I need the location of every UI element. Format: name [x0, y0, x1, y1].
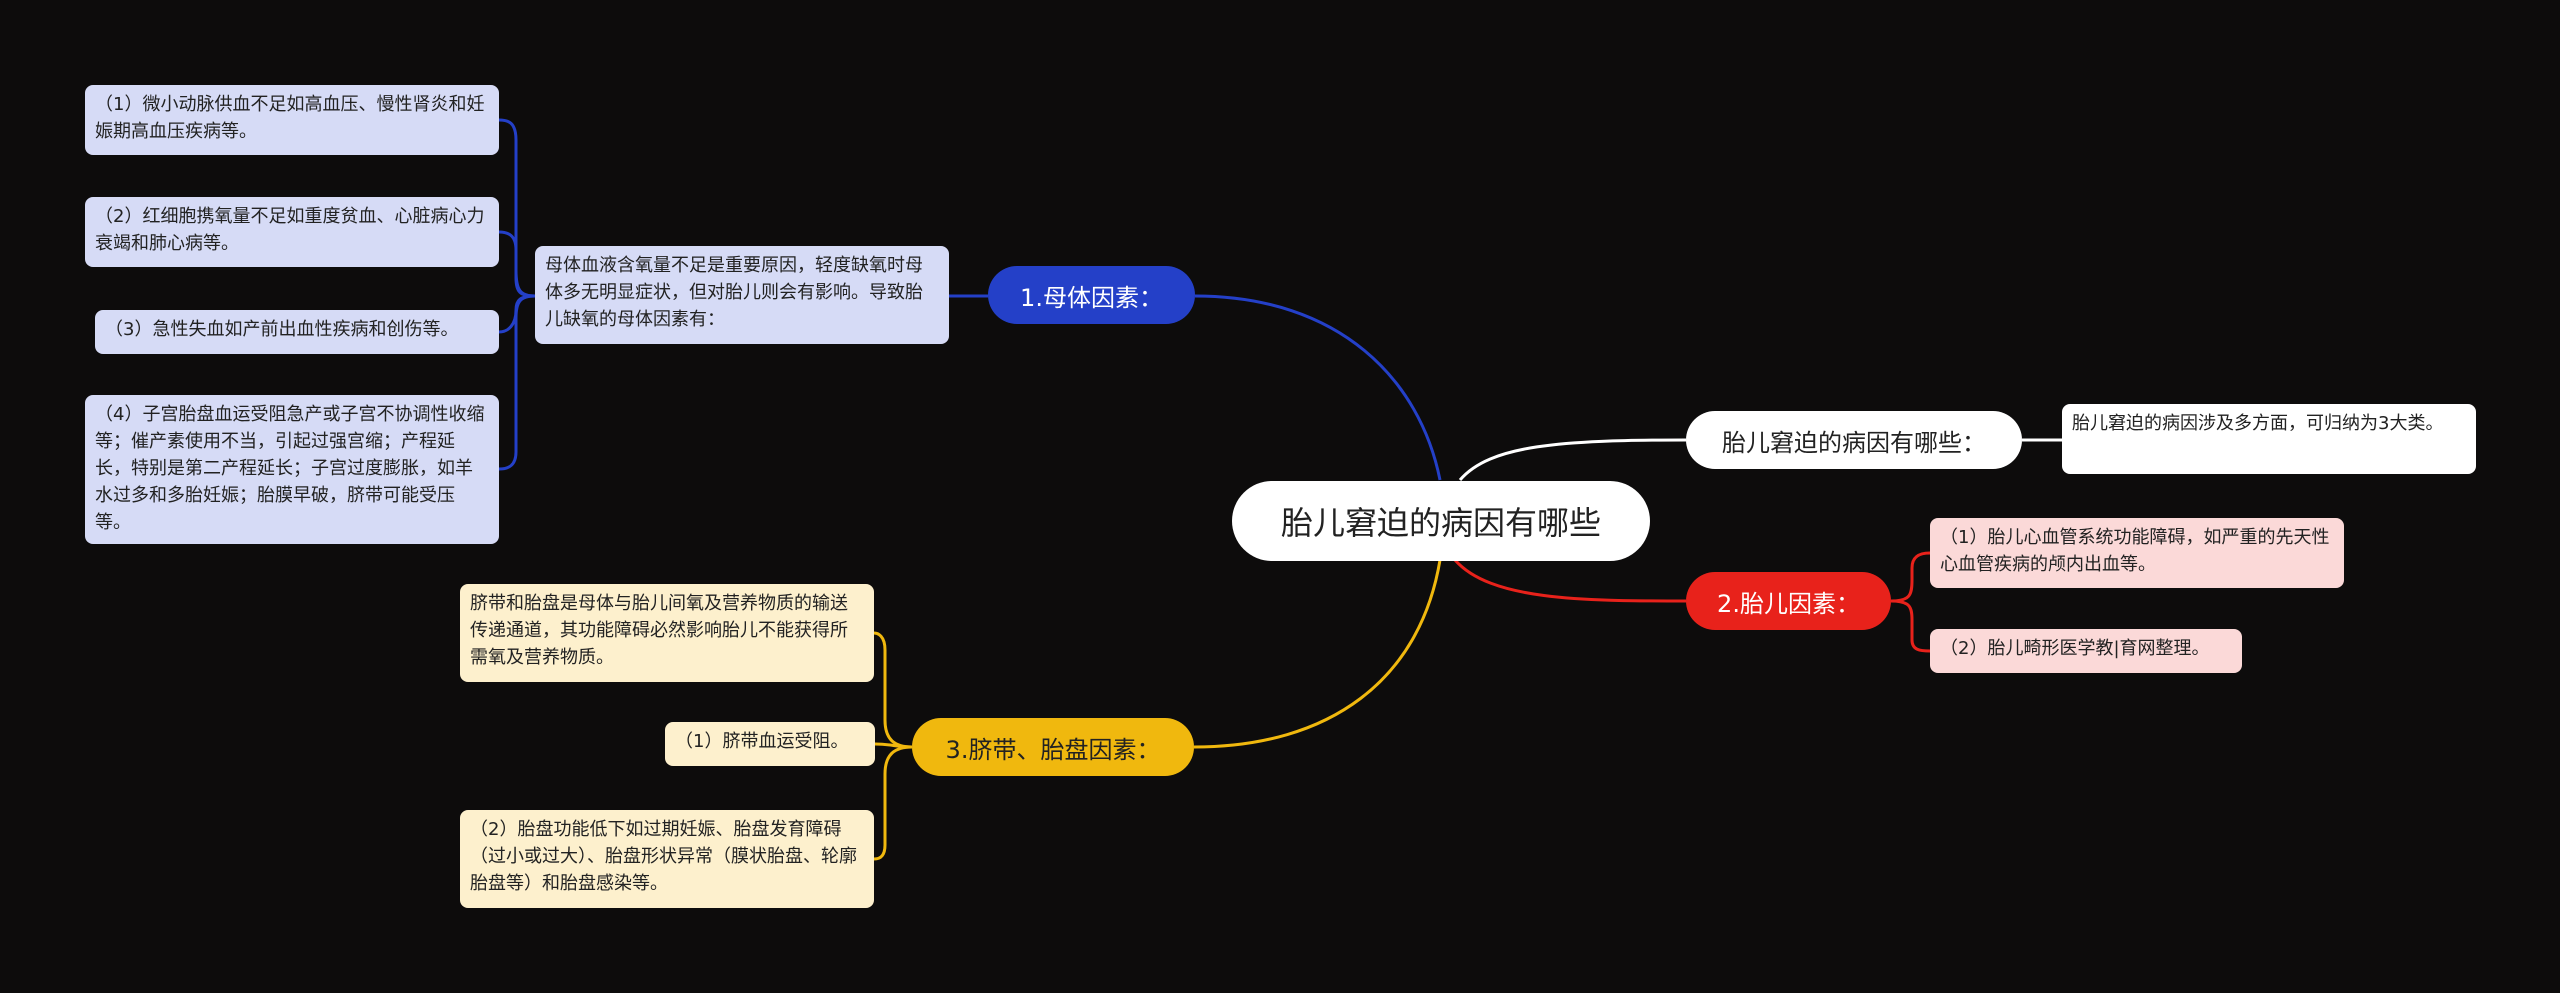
link-summary1-item4: [498, 294, 536, 471]
maternal-item-2[interactable]: （2）红细胞携氧量不足如重度贫血、心脏病心力衰竭和肺心病等。: [85, 197, 499, 267]
link-branch3-item2: [873, 745, 913, 861]
cord-placenta-item-1[interactable]: （1）脐带血运受阻。: [665, 722, 875, 766]
branch-question[interactable]: 胎儿窘迫的病因有哪些：: [1686, 411, 2022, 469]
branch-maternal-factors[interactable]: 1.母体因素：: [988, 266, 1195, 324]
link-branch3-summary: [873, 631, 913, 749]
fetal-item-2[interactable]: （2）胎儿畸形医学教|育网整理。: [1930, 629, 2242, 673]
link-root-question: [1458, 438, 1687, 481]
cord-placenta-summary-box[interactable]: 脐带和胎盘是母体与胎儿间氧及营养物质的输送传递通道，其功能障碍必然影响胎儿不能获…: [460, 584, 874, 682]
link-summary1-item2: [498, 230, 536, 298]
maternal-item-1[interactable]: （1）微小动脉供血不足如高血压、慢性肾炎和妊娠期高血压疾病等。: [85, 85, 499, 155]
maternal-item-4[interactable]: （4）子宫胎盘血运受阻急产或子宫不协调性收缩等；催产素使用不当，引起过强宫缩；产…: [85, 395, 499, 544]
link-root-branch1: [1194, 294, 1442, 481]
maternal-item-3[interactable]: （3）急性失血如产前出血性疾病和创伤等。: [95, 310, 499, 354]
branch-cord-placenta-factors[interactable]: 3.脐带、胎盘因素：: [912, 718, 1194, 776]
question-answer-box[interactable]: 胎儿窘迫的病因涉及多方面，可归纳为3大类。: [2062, 404, 2476, 474]
maternal-summary-box[interactable]: 母体血液含氧量不足是重要原因，轻度缺氧时母体多无明显症状，但对胎儿则会有影响。导…: [535, 246, 949, 344]
link-branch2-to-item1: [1890, 551, 1931, 603]
branch-fetal-factors[interactable]: 2.胎儿因素：: [1686, 572, 1891, 630]
link-root-branch3: [1193, 559, 1442, 749]
root-topic[interactable]: 胎儿窘迫的病因有哪些: [1232, 481, 1650, 561]
cord-placenta-item-2[interactable]: （2）胎盘功能低下如过期妊娠、胎盘发育障碍（过小或过大）、胎盘形状异常（膜状胎盘…: [460, 810, 874, 908]
link-root-branch2: [1453, 559, 1687, 603]
fetal-item-1[interactable]: （1）胎儿心血管系统功能障碍，如严重的先天性心血管疾病的颅内出血等。: [1930, 518, 2344, 588]
link-branch2-to-item2: [1890, 599, 1931, 653]
